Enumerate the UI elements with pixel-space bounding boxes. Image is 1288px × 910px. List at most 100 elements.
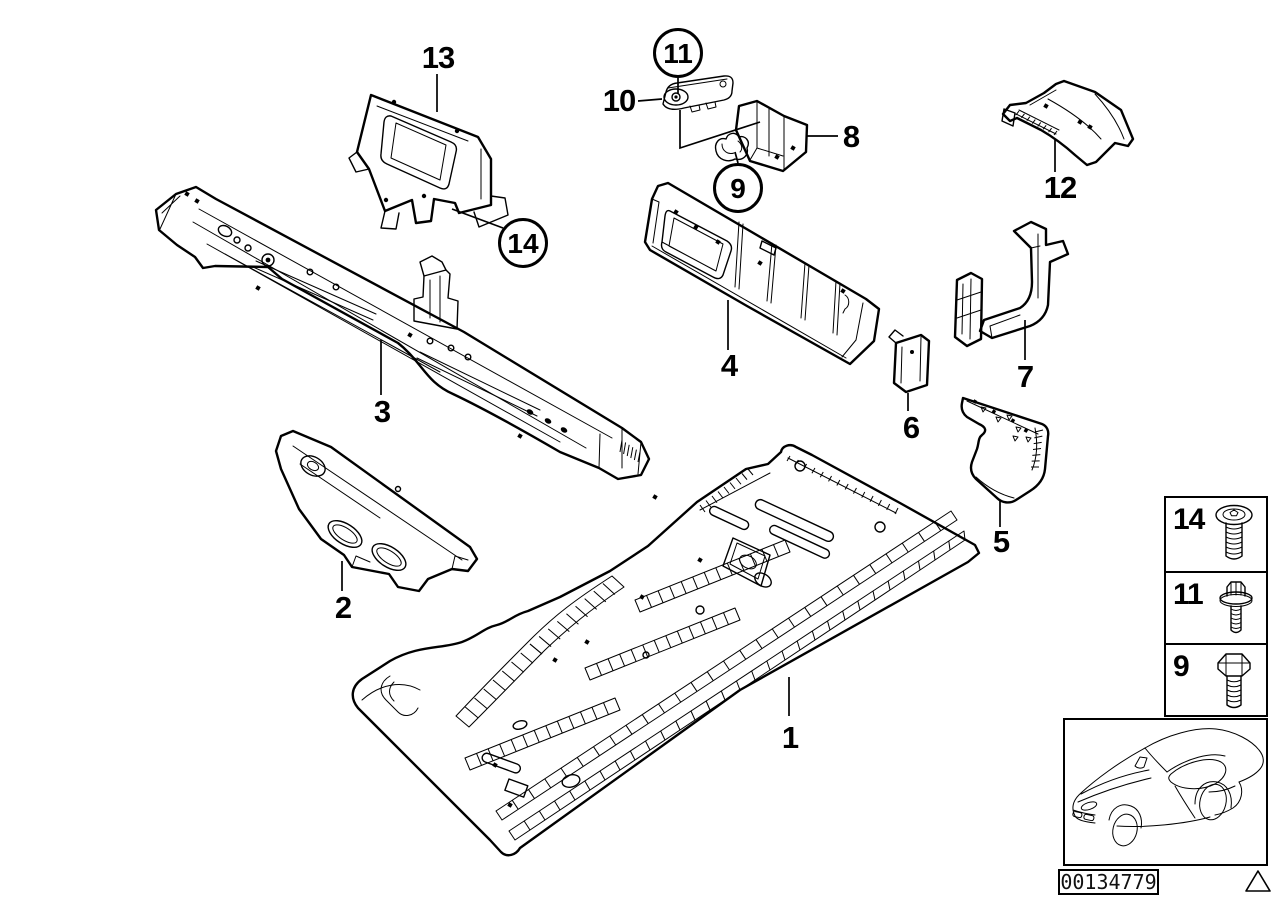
callout-8[interactable]: 8 <box>842 119 860 154</box>
hatch-tick <box>1016 111 1019 115</box>
drawing-stroke <box>697 557 703 563</box>
legend-row-9[interactable]: 9 <box>1166 643 1266 715</box>
drawing-stroke <box>672 93 680 101</box>
drawing-stroke <box>474 196 508 227</box>
drawing-stroke <box>276 431 477 591</box>
hatch-tick <box>812 468 815 473</box>
hatch-tick <box>659 704 665 713</box>
legend-label-11: 11 <box>1173 578 1204 611</box>
hatch-tick <box>704 572 709 584</box>
hatch-tick <box>630 751 635 760</box>
hatch-tick <box>724 661 730 670</box>
hatch-tick <box>631 447 633 458</box>
legend-row-11[interactable]: 11 <box>1166 571 1266 643</box>
hatch-tick <box>756 640 762 649</box>
hatch-tick <box>624 442 626 454</box>
hatch-tick <box>647 595 652 607</box>
callout-12[interactable]: 12 <box>1043 170 1077 205</box>
callout-5[interactable]: 5 <box>992 524 1010 559</box>
drawing-stroke <box>262 254 274 266</box>
callout-3[interactable]: 3 <box>373 394 391 429</box>
hatch-tick <box>949 541 950 550</box>
hatch-tick <box>730 483 735 489</box>
hatch-tick <box>718 492 723 499</box>
hatch-tick <box>886 554 892 563</box>
hatch-tick <box>465 758 470 770</box>
hatch-tick <box>523 735 528 747</box>
hatch-tick <box>795 460 798 465</box>
part-8-drawing <box>736 101 807 171</box>
hatch-tick <box>739 558 744 570</box>
hatch-tick <box>484 689 497 700</box>
hatch-tick <box>712 617 717 629</box>
hatch-tick <box>566 614 578 624</box>
callout-7[interactable]: 7 <box>1016 359 1034 394</box>
hatch-tick <box>736 478 741 484</box>
drawing-stroke <box>265 257 271 263</box>
hatch-tick <box>724 487 729 494</box>
hatch-tick <box>608 659 613 671</box>
hatch-tick <box>691 682 697 691</box>
callout-1[interactable]: 1 <box>781 720 799 755</box>
hatch-tick <box>493 680 506 691</box>
drawing-stroke <box>696 606 704 614</box>
callout-6[interactable]: 6 <box>902 410 920 445</box>
callout-9-circled[interactable]: 9 <box>713 163 763 213</box>
drawing-stroke <box>967 401 1038 498</box>
hatch-tick <box>829 476 832 481</box>
hatch-tick <box>706 701 710 710</box>
hatch-tick <box>787 456 790 461</box>
drawing-stroke <box>333 284 339 290</box>
hatch-tick <box>539 811 545 820</box>
hatch-tick <box>804 464 807 469</box>
hatch-tick <box>873 591 875 600</box>
drawing-stroke <box>1231 609 1241 629</box>
part-5-drawing <box>962 398 1049 502</box>
hatch-tick <box>557 721 562 733</box>
hatch-tick <box>509 831 515 840</box>
drawing-stroke <box>1075 816 1210 827</box>
drawing-stroke <box>352 556 370 567</box>
callout-4[interactable]: 4 <box>720 348 738 383</box>
drawing-stroke <box>693 224 699 230</box>
drawing-stroke <box>639 594 645 600</box>
hatch-tick <box>594 591 606 602</box>
hatch-tick <box>700 622 705 634</box>
hatch-tick <box>677 631 682 643</box>
hatch-tick <box>797 641 800 650</box>
callout-11-circled[interactable]: 11 <box>653 28 703 78</box>
drawing-stroke <box>307 269 313 275</box>
drawing-stroke <box>1072 811 1082 818</box>
drawing-stroke <box>768 524 831 560</box>
part-10-drawing <box>663 76 733 112</box>
washer-screw-icon <box>1215 578 1255 640</box>
hatch-tick <box>782 651 785 660</box>
drawing-stroke <box>1167 755 1225 772</box>
hatch-tick <box>646 741 651 750</box>
drawing-stroke <box>362 685 420 700</box>
hatch-tick <box>772 629 778 638</box>
callout-2[interactable]: 2 <box>334 590 352 625</box>
hatch-tick <box>681 582 686 594</box>
callout-13[interactable]: 13 <box>421 40 455 75</box>
part-3-drawing <box>156 187 649 479</box>
hatch-tick <box>475 698 488 709</box>
part-12-drawing <box>1002 81 1133 165</box>
drawing-stroke <box>1231 582 1241 595</box>
drawing-stroke <box>383 197 389 203</box>
callout-10[interactable]: 10 <box>602 83 636 118</box>
drawing-stroke <box>774 154 780 160</box>
drawing-stroke <box>1016 90 1124 139</box>
hatch-tick <box>740 650 746 659</box>
hatch-tick <box>951 511 957 520</box>
callout-14-circled[interactable]: 14 <box>498 218 548 268</box>
legend-row-14[interactable]: 14 <box>1166 498 1266 571</box>
drawing-stroke <box>427 338 433 344</box>
hatch-tick <box>902 543 908 552</box>
drawing-stroke <box>1003 81 1133 165</box>
hatch-tick <box>845 484 848 490</box>
drawing-stroke <box>216 223 233 238</box>
hatch-tick <box>675 693 681 702</box>
hatch-tick <box>935 522 941 531</box>
drawing-stroke <box>981 407 1031 442</box>
